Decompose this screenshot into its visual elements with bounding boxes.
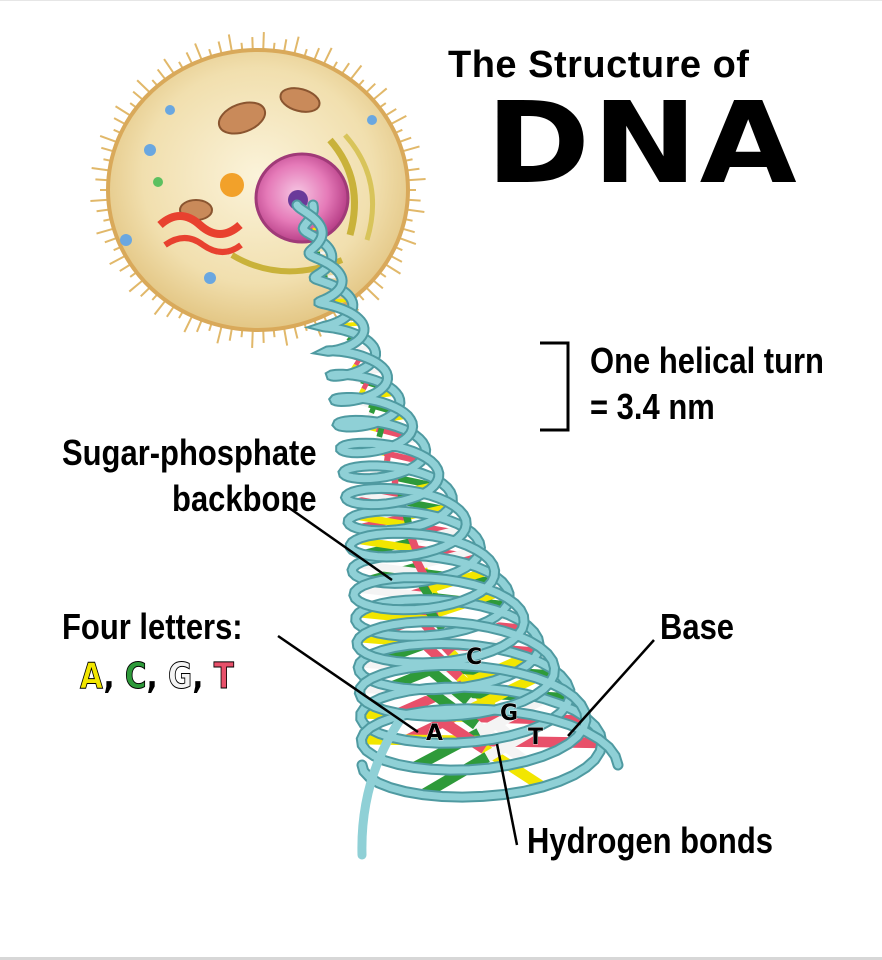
backbone-label-line1: Sugar-phosphate [62,432,317,473]
endoplasmic-reticulum [163,235,243,255]
leader-line-base [567,639,655,737]
vesicle [367,115,377,125]
mitochondrion [217,101,267,135]
title-line-2: DNA [486,79,799,209]
base-pair-rung [356,560,425,577]
base-pair-rung [420,752,490,800]
vesicle [204,272,216,284]
vesicle [165,105,175,115]
helical-turn-bracket [540,341,570,432]
cell-illustration [90,32,426,348]
letter-separator: , [103,656,125,697]
letter-c: C [124,656,147,698]
hydrogen-bonds-label: Hydrogen bonds [527,820,773,861]
vesicle [120,234,132,246]
base-letter-g: G [500,701,518,726]
backbone-label: Sugar-phosphate backbone [62,430,317,522]
letter-separator: , [192,656,214,697]
bottom-border [0,957,882,960]
mitochondrion [279,87,321,113]
helical-turn-label-line2: = 3.4 nm [590,386,715,427]
letter-g: G [168,656,193,698]
strand-tail [357,715,405,860]
vesicle [144,144,156,156]
base-pair-letters: A C G T [426,645,544,751]
top-border [0,0,882,1]
leader-line-backbone [284,503,393,582]
letter-legend: A, C, G, T [80,656,235,698]
backbone-label-line2: backbone [172,478,317,519]
organelles [120,87,377,284]
endoplasmic-reticulum [157,212,243,238]
base-label: Base [660,606,735,647]
leader-lines [277,503,655,846]
golgi-apparatus [327,137,358,236]
letter-t: T [213,656,234,698]
letter-separator: , [146,656,169,697]
vesicle [153,177,163,187]
sugar-phosphate-strand-2 [293,201,622,774]
base-letter-c: C [466,645,482,670]
base-letter-t: T [528,725,543,750]
helical-turn-label: One helical turn = 3.4 nm [590,338,824,430]
helical-turn-label-line1: One helical turn [590,340,824,381]
letter-a: A [80,656,104,698]
base-letter-a: A [426,721,443,746]
title-line-1: The Structure of [448,44,750,86]
leader-line-four-letters [277,634,419,734]
leader-line-hydrogen-bonds [495,743,519,846]
dna-double-helix [291,199,624,860]
golgi-apparatus [343,133,376,241]
four-letters-label: Four letters: [62,606,243,647]
centriole [220,173,244,197]
